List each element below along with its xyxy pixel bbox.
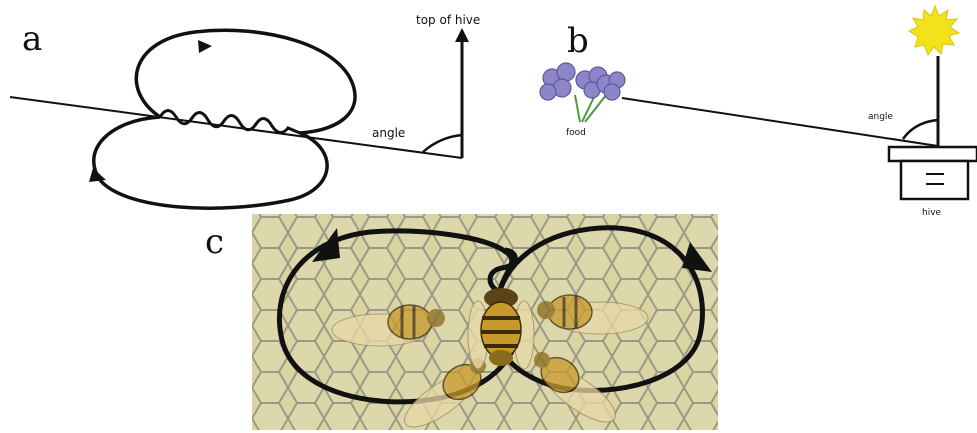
panel-c-letter: c: [205, 222, 224, 262]
food-label: food: [566, 128, 586, 138]
waggle-run: [160, 111, 300, 134]
panel-a-letter: a: [22, 19, 42, 59]
hive-label: hive: [922, 208, 942, 218]
loop-arrowhead-bottom: [89, 168, 106, 182]
angle-arc-a: [423, 135, 462, 152]
angle-arc-b: [903, 120, 938, 139]
hive-icon: [889, 147, 977, 199]
loop-arrowhead-top: [198, 40, 212, 53]
sun-icon: [909, 6, 959, 55]
panel-c: c: [205, 214, 718, 433]
panel-b-letter: b: [567, 21, 589, 61]
food-direction-line: [622, 98, 938, 146]
panel-a: a top of hive angle: [10, 13, 480, 208]
top-of-hive-arrowhead: [455, 28, 469, 42]
top-of-hive-label: top of hive: [416, 13, 480, 27]
food-flower-icon: [540, 63, 625, 122]
angle-label-b: angle: [868, 112, 893, 122]
panel-b: b food angle: [540, 6, 977, 218]
angle-label-a: angle: [372, 126, 405, 140]
